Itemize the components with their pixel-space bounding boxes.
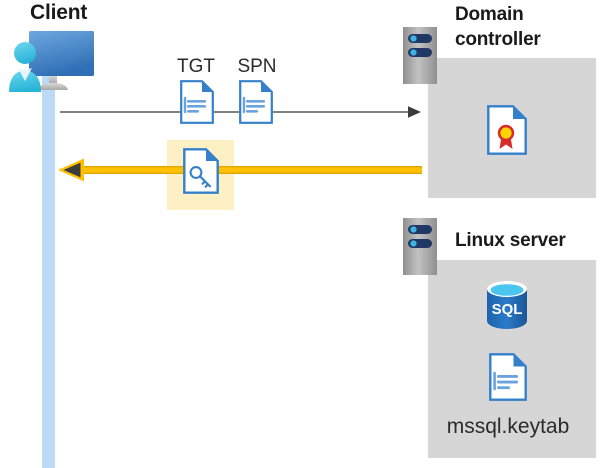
spn-label: SPN — [237, 56, 277, 77]
certificate-icon — [487, 105, 527, 155]
response-arrow — [58, 158, 422, 182]
linux-server-icon — [403, 218, 437, 275]
tgt-label: TGT — [177, 56, 215, 77]
user-with-monitor-icon — [5, 27, 105, 99]
keytab-filename-label: mssql.keytab — [446, 415, 570, 438]
keytab-document-icon — [489, 353, 527, 401]
tgt-document-icon — [180, 80, 214, 124]
request-arrow — [60, 104, 422, 120]
client-title: Client — [30, 1, 88, 24]
domain-controller-server-icon — [403, 27, 437, 84]
service-ticket-key-document-icon — [183, 148, 219, 194]
spn-document-icon — [239, 80, 273, 124]
domain-controller-title: Domain controller — [455, 4, 541, 50]
sql-label: SQL — [492, 301, 523, 318]
linux-server-title: Linux server — [455, 230, 566, 251]
sql-database-icon: SQL — [484, 280, 530, 330]
client-lifeline — [42, 76, 55, 468]
